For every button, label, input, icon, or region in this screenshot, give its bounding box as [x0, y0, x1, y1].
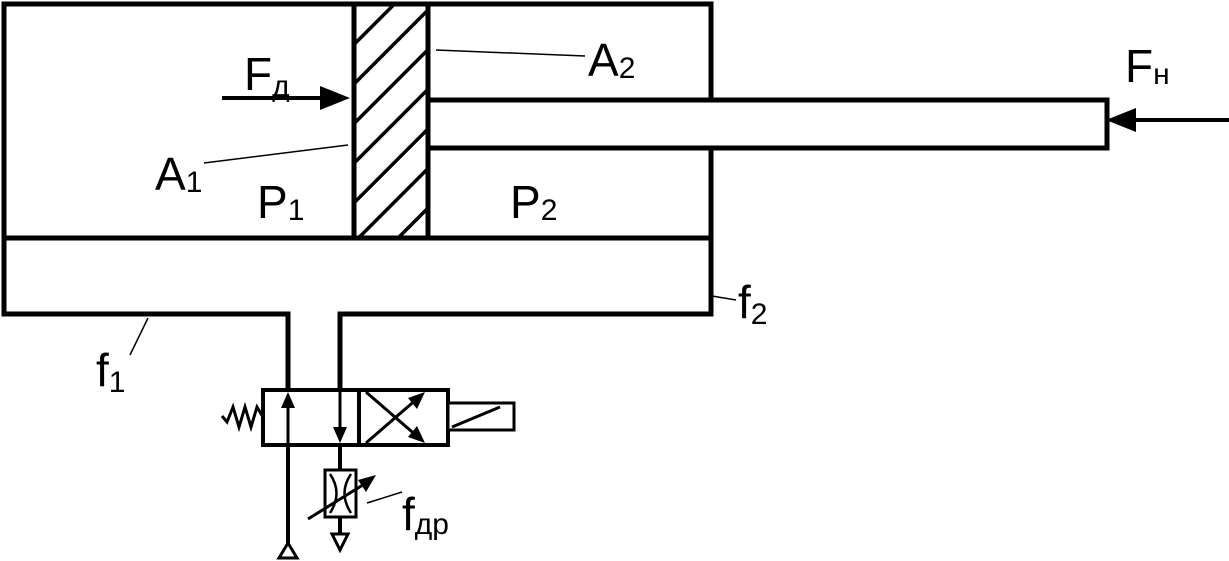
label-port-area-2: f2 [738, 276, 767, 331]
leader-a2 [435, 49, 586, 57]
drive-force-arrow [222, 86, 350, 110]
valve-straight-arrows [281, 392, 347, 445]
connecting-channel [1, 238, 714, 392]
leader-fdr [366, 491, 403, 504]
label-throttle-area: fдр [402, 488, 449, 541]
label-area-2: A2 [588, 34, 635, 86]
valve-box-left [261, 388, 361, 447]
spring-icon [220, 401, 265, 433]
label-port-area-1: f1 [96, 344, 125, 399]
piston-rod [425, 97, 1110, 151]
label-area-1: A1 [155, 148, 202, 200]
tank-drain-icon [329, 532, 351, 554]
throttle-icon [307, 468, 376, 521]
leader-f2 [711, 295, 737, 301]
label-pressure-1: P1 [257, 176, 304, 228]
piston [351, 1, 431, 241]
load-force-arrow [1106, 108, 1229, 132]
label-pressure-2: P2 [510, 176, 557, 228]
label-f-drive: Fд [244, 48, 290, 103]
solenoid-icon [446, 401, 516, 432]
label-f-load: Fн [1125, 40, 1170, 92]
valve-cross-arrows [365, 390, 425, 445]
leader-f1 [129, 317, 149, 356]
directional-valve [220, 388, 516, 447]
pressure-source-icon [276, 540, 300, 560]
leader-a1 [203, 144, 349, 164]
